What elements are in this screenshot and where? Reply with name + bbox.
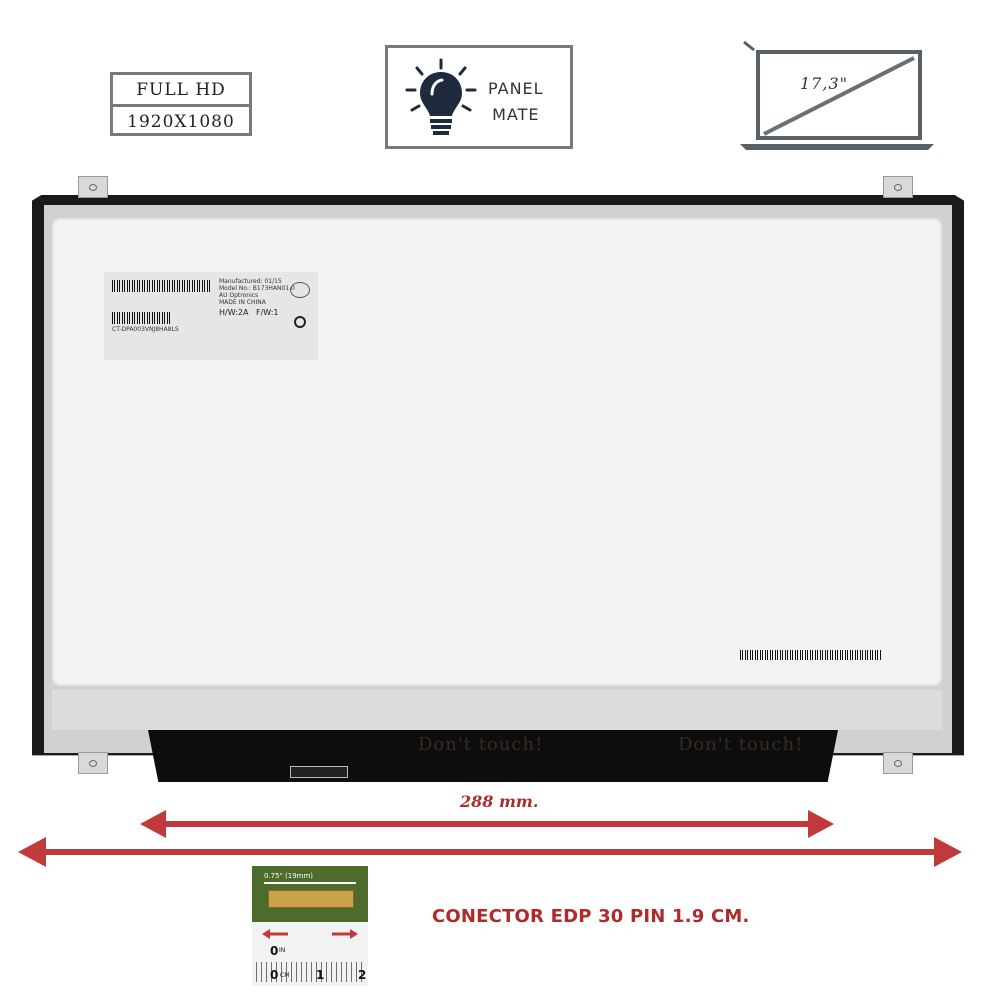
resolution-badge: FULL HD 1920X1080	[110, 72, 252, 136]
cert-mark-icon	[290, 282, 310, 298]
compliance-mark-icon	[294, 316, 306, 328]
ruler-arrows	[262, 926, 358, 940]
panel-type-badge: PANEL MATE	[385, 45, 573, 149]
ruler-unit: CM	[280, 972, 290, 979]
sticker-hw: H/W:2A	[219, 308, 249, 317]
pcb-strip: Don't touch! Don't touch!	[148, 730, 838, 782]
mounting-tab-bottom-left	[78, 752, 108, 774]
panel-barcode	[740, 650, 882, 660]
ruler: 0 IN 0 CM 1 2	[252, 922, 368, 986]
dimension-arrows	[18, 810, 962, 867]
red-arrows-icon	[262, 929, 358, 939]
sticker-line-4: MADE IN CHINA	[219, 299, 266, 306]
lightbulb-icon	[405, 58, 477, 135]
resolution-line-1: FULL HD	[136, 79, 226, 100]
sticker-line-3: AU Optronics	[219, 292, 259, 299]
ruler-mark-0-cm: 0	[270, 968, 279, 982]
sticker-line-1: Manufactured: 01/15	[219, 278, 282, 285]
ruler-mark-1: 1	[316, 968, 325, 982]
connector-photo: 0.75" (19mm) 0 IN 0 CM 1 2	[252, 866, 368, 986]
connector-board: 0.75" (19mm)	[252, 866, 368, 922]
sticker-line-2: Model No.: B173HAN01.0	[219, 285, 295, 292]
connector-label: CONECTOR EDP 30 PIN 1.9 CM.	[432, 906, 750, 927]
ruler-unit-small: IN	[279, 947, 286, 954]
sticker-serial: CT-DPA003VNJ8HA8LS	[112, 326, 179, 333]
edp-connector-port	[290, 766, 348, 778]
sticker-fw: F/W:1	[256, 308, 279, 317]
pcb-warning-1: Don't touch!	[418, 734, 544, 755]
ruler-mark-2: 2	[358, 968, 367, 982]
mounting-tab-top-left	[78, 176, 108, 198]
lcd-bottom-strip	[52, 690, 942, 730]
resolution-line-2: 1920X1080	[113, 104, 249, 136]
barcode	[112, 280, 212, 292]
mounting-tab-top-right	[883, 176, 913, 198]
panel-line-2: MATE	[492, 105, 540, 124]
screen-size-text: 17,3"	[800, 74, 848, 93]
ruler-mark-0: 0	[270, 944, 279, 958]
pcb-warning-2: Don't touch!	[678, 734, 804, 755]
product-label-sticker: Manufactured: 01/15 Model No.: B173HAN01…	[104, 272, 318, 360]
width-dimension-label: 288 mm.	[460, 792, 539, 811]
ruler-ticks	[256, 962, 364, 982]
connector-socket	[268, 890, 354, 908]
connector-measure-text: 0.75" (19mm)	[264, 872, 314, 880]
screen-size-badge: 17,3"	[738, 40, 938, 156]
mounting-tab-bottom-right	[883, 752, 913, 774]
laptop-icon	[740, 40, 934, 150]
measure-line	[264, 882, 356, 884]
panel-type-text: PANEL MATE	[488, 76, 544, 128]
panel-line-1: PANEL	[488, 79, 544, 98]
barcode-2	[112, 312, 170, 324]
